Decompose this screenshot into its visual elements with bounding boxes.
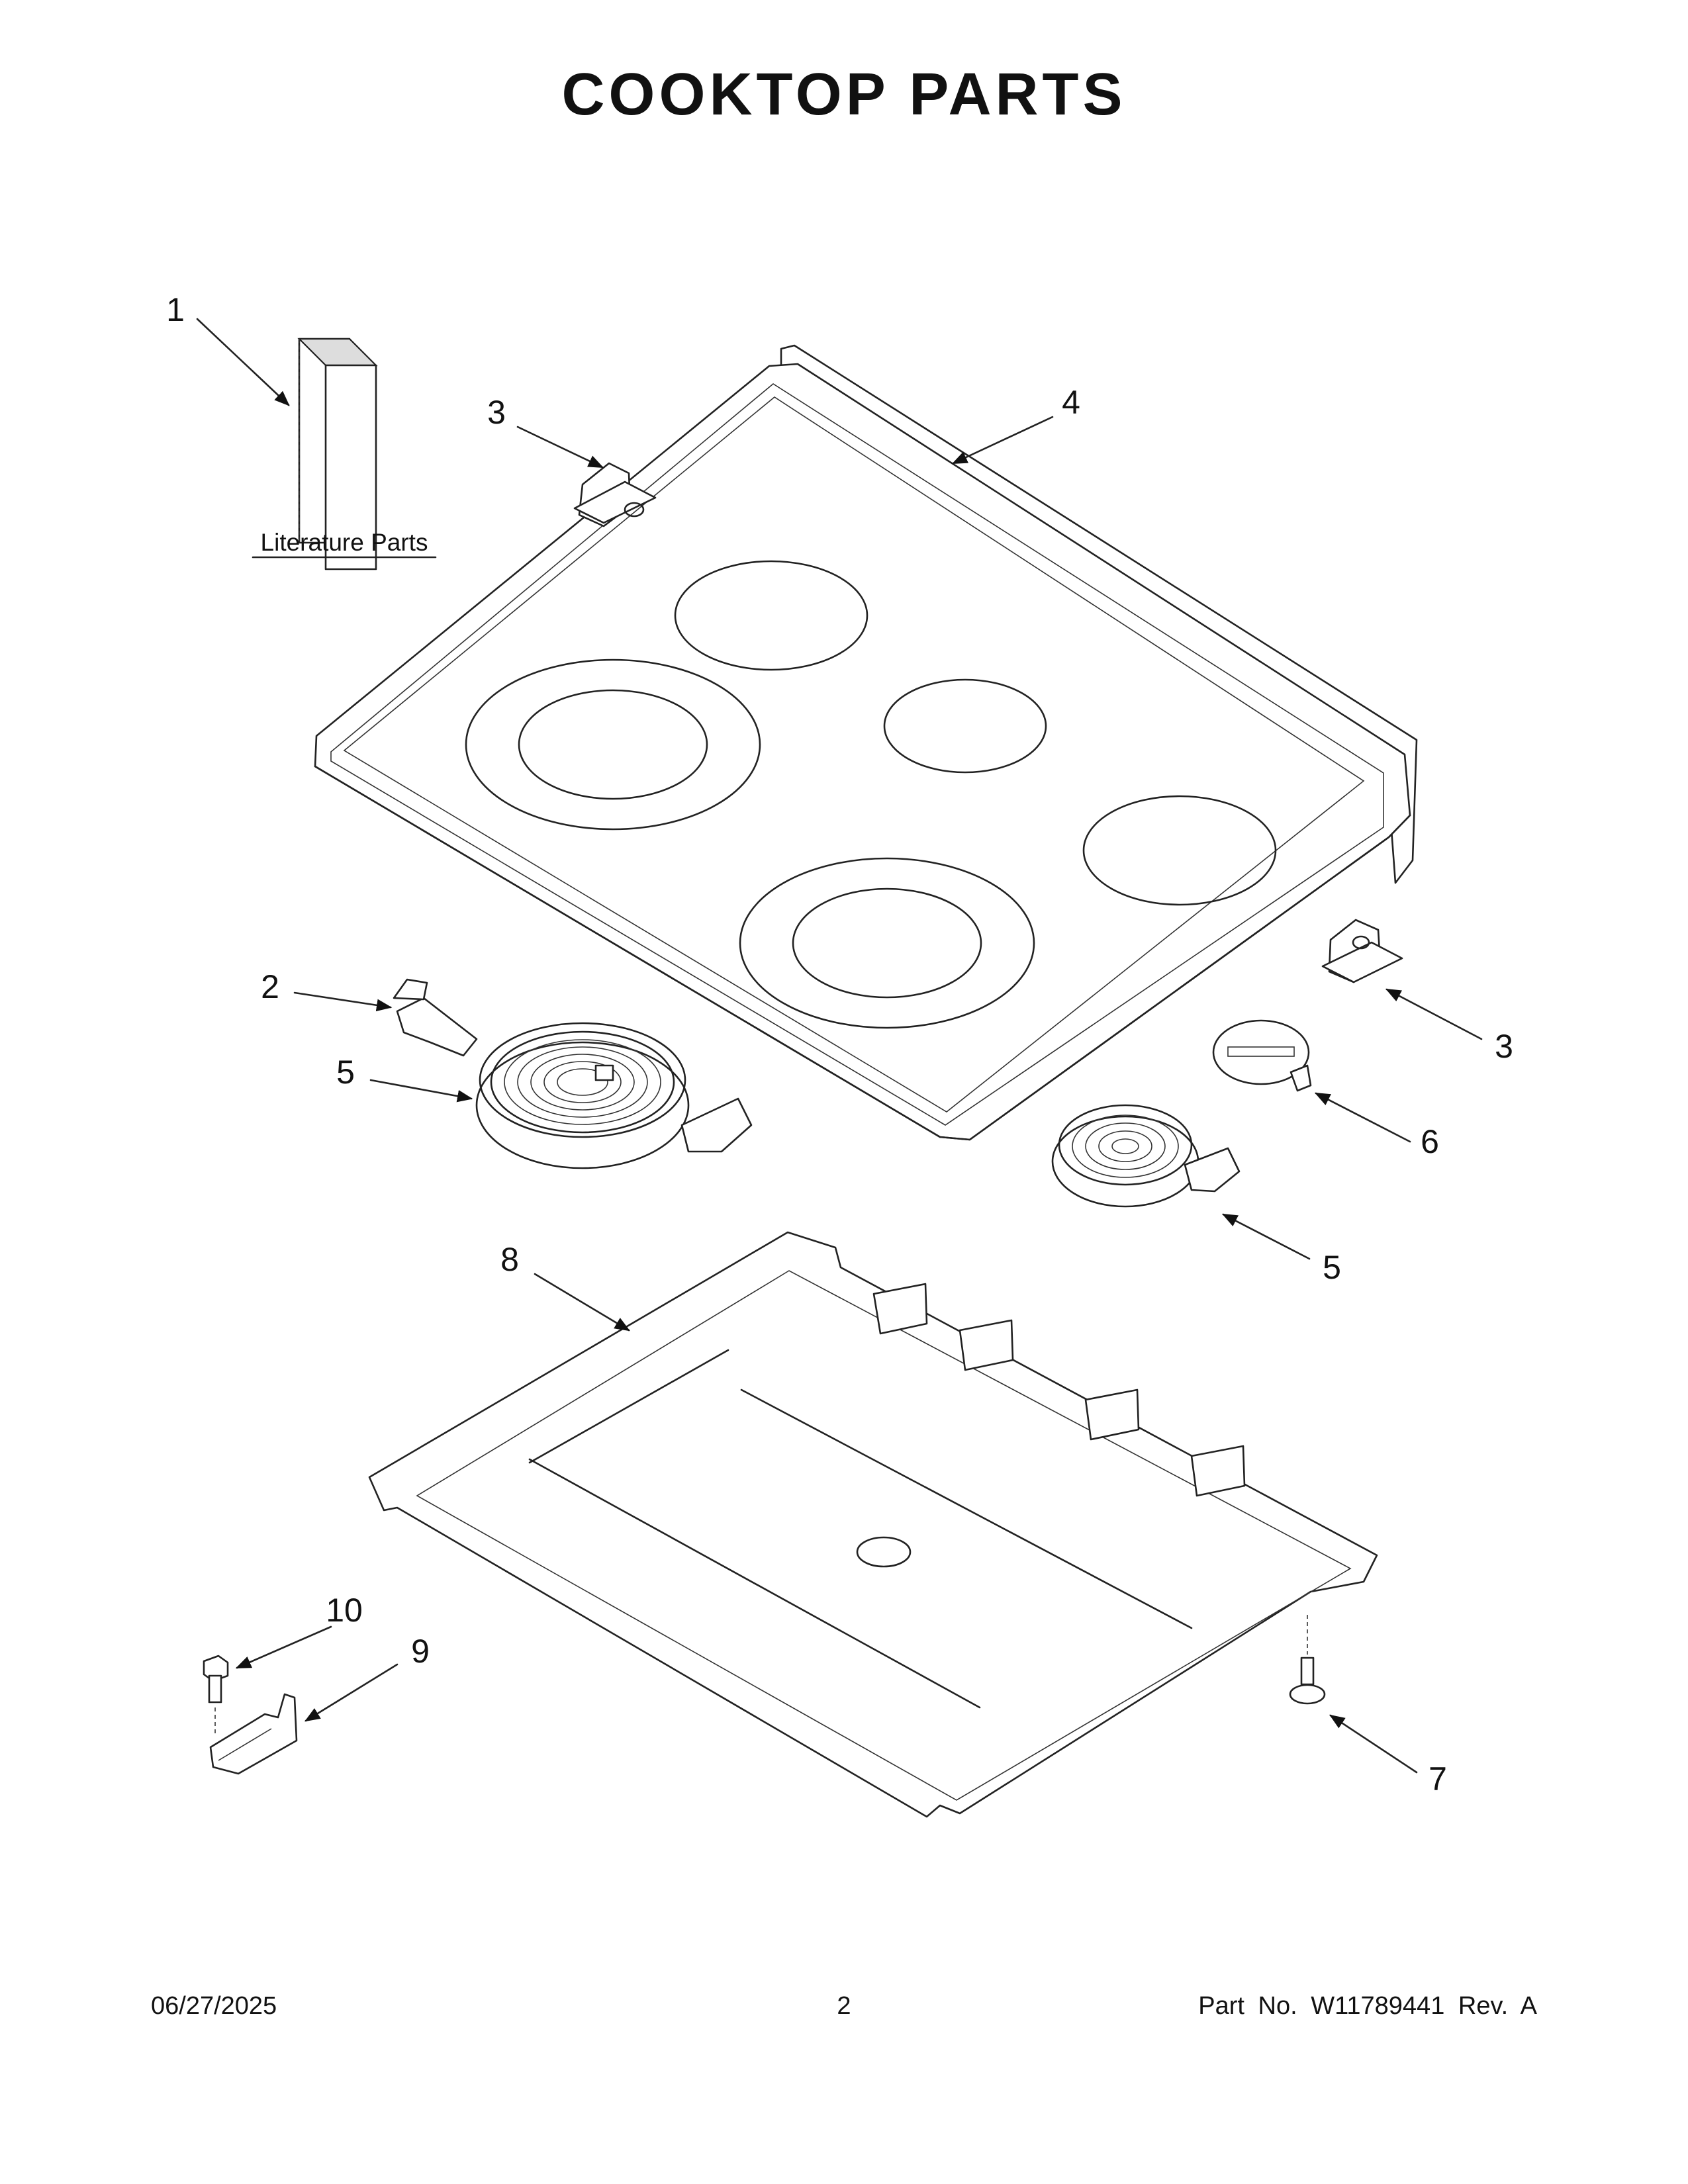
hinge-bracket-illustration[interactable]: [209, 1693, 298, 1775]
screw-illustration[interactable]: [203, 1655, 229, 1734]
cooktop-glass-illustration[interactable]: [314, 344, 1418, 1141]
callout-5-right[interactable]: 5: [1323, 1249, 1341, 1286]
bracket-left-illustration[interactable]: [573, 462, 657, 527]
footer-page-number: 2: [837, 1992, 851, 2020]
callout-10[interactable]: 10: [326, 1592, 363, 1629]
callout-7[interactable]: 7: [1429, 1760, 1447, 1797]
radiant-element-small-illustration[interactable]: [1051, 1104, 1241, 1208]
callout-6[interactable]: 6: [1421, 1123, 1439, 1160]
callout-4[interactable]: 4: [1062, 384, 1080, 421]
callout-1[interactable]: 1: [166, 291, 185, 328]
callout-2[interactable]: 2: [261, 968, 279, 1005]
bracket-right-illustration[interactable]: [1321, 919, 1403, 983]
page-title: COOKTOP PARTS: [561, 62, 1127, 128]
callout-3-left[interactable]: 3: [487, 394, 506, 431]
footer-date: 06/27/2025: [151, 1992, 277, 2020]
callout-9[interactable]: 9: [411, 1633, 430, 1670]
leveling-leg-illustration[interactable]: [1289, 1615, 1326, 1705]
callout-8[interactable]: 8: [500, 1241, 519, 1278]
footer-part-number: Part No. W11789441 Rev. A: [1198, 1992, 1537, 2020]
limiter-illustration[interactable]: [1212, 1019, 1312, 1092]
radiant-element-large-illustration[interactable]: [475, 1022, 753, 1169]
callout-3-right[interactable]: 3: [1495, 1028, 1513, 1065]
burner-box-illustration[interactable]: [368, 1231, 1378, 1818]
callout-5-left[interactable]: 5: [336, 1054, 355, 1091]
literature-parts-illustration[interactable]: [297, 338, 378, 570]
clip-illustration[interactable]: [393, 978, 478, 1057]
literature-parts-link[interactable]: Literature Parts: [261, 529, 428, 556]
